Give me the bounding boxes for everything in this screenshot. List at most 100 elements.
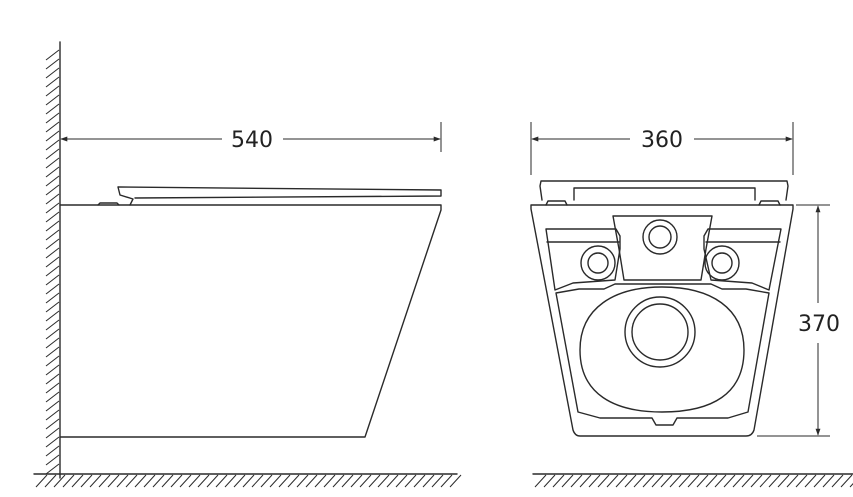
floor-hatch-stroke [305, 474, 318, 488]
floor-hatch-stroke [723, 474, 736, 488]
left-bolt-inner [587, 252, 609, 274]
front-floor-hatch [534, 474, 853, 488]
floor-hatch-stroke [188, 474, 201, 488]
floor-hatch-stroke [588, 474, 601, 488]
floor-hatch-stroke [332, 474, 345, 488]
wall-hatch-stroke [45, 121, 60, 133]
floor-hatch-stroke [561, 474, 574, 488]
wall-hatch-stroke [45, 85, 60, 97]
wall-hatch-stroke [45, 292, 60, 304]
wall-hatch-stroke [45, 382, 60, 394]
wall-hatch-stroke [45, 346, 60, 358]
floor-hatch-stroke [597, 474, 610, 488]
wall-hatch-stroke [45, 211, 60, 223]
floor-hatch-stroke [642, 474, 655, 488]
floor-hatch-stroke [840, 474, 853, 488]
floor-hatch-stroke [831, 474, 844, 488]
right-bolt-inner [711, 252, 733, 274]
floor-hatch-stroke [233, 474, 246, 488]
floor-hatch-stroke [197, 474, 210, 488]
wall-hatch-stroke [45, 391, 60, 403]
floor-hatch-stroke [71, 474, 84, 488]
wall-hatch [45, 49, 60, 475]
floor-hatch-stroke [413, 474, 426, 488]
wall-hatch-stroke [45, 103, 60, 115]
wall-hatch-stroke [45, 193, 60, 205]
floor-hatch-stroke [206, 474, 219, 488]
wall-hatch-stroke [45, 319, 60, 331]
floor-hatch-stroke [543, 474, 556, 488]
wall-hatch-stroke [45, 157, 60, 169]
wall-hatch-stroke [45, 463, 60, 475]
floor-hatch-stroke [377, 474, 390, 488]
wall-hatch-stroke [45, 148, 60, 160]
wall-hatch-stroke [45, 202, 60, 214]
top-inlet-inner [648, 225, 672, 249]
floor-hatch-stroke [323, 474, 336, 488]
side-view: 540 [33, 41, 462, 488]
wall-hatch-stroke [45, 247, 60, 259]
floor-hatch-stroke [750, 474, 763, 488]
floor-hatch-stroke [759, 474, 772, 488]
wall-hatch-stroke [45, 184, 60, 196]
wall-hatch-stroke [45, 274, 60, 286]
wall-hatch-stroke [45, 139, 60, 151]
floor-hatch-stroke [368, 474, 381, 488]
wall-hatch-stroke [45, 418, 60, 430]
floor-hatch-stroke [579, 474, 592, 488]
floor-hatch-stroke [624, 474, 637, 488]
front-cavity [555, 283, 770, 426]
floor-hatch-stroke [107, 474, 120, 488]
wall-hatch-stroke [45, 76, 60, 88]
floor-hatch-stroke [242, 474, 255, 488]
floor-hatch-stroke [170, 474, 183, 488]
wall-hatch-stroke [45, 265, 60, 277]
wall-hatch-stroke [45, 67, 60, 79]
floor-hatch-stroke [161, 474, 174, 488]
floor-hatch-stroke [35, 474, 48, 488]
floor-hatch-stroke [134, 474, 147, 488]
wall-hatch-stroke [45, 229, 60, 241]
wall-hatch-stroke [45, 373, 60, 385]
floor-hatch-stroke [822, 474, 835, 488]
floor-hatch-stroke [251, 474, 264, 488]
floor-hatch-stroke [552, 474, 565, 488]
floor-hatch-stroke [53, 474, 66, 488]
floor-hatch-stroke [732, 474, 745, 488]
floor-hatch-stroke [314, 474, 327, 488]
floor-hatch-stroke [669, 474, 682, 488]
floor-hatch-stroke [768, 474, 781, 488]
front-upper-band-right [703, 228, 782, 291]
floor-hatch-stroke [143, 474, 156, 488]
floor-hatch-stroke [296, 474, 309, 488]
wall-hatch-stroke [45, 328, 60, 340]
floor-hatch-stroke [386, 474, 399, 488]
wall-hatch-stroke [45, 94, 60, 106]
floor-hatch-stroke [431, 474, 444, 488]
front-hinge-right [758, 200, 781, 206]
wall-hatch-stroke [45, 238, 60, 250]
floor-hatch-stroke [534, 474, 547, 488]
front-seat-inner [573, 187, 756, 201]
wall-hatch-stroke [45, 364, 60, 376]
floor-hatch-stroke [224, 474, 237, 488]
side-hinge [97, 202, 120, 206]
wall-hatch-stroke [45, 49, 60, 61]
floor-hatch-stroke [44, 474, 57, 488]
floor-hatch-stroke [660, 474, 673, 488]
floor-hatch-stroke [287, 474, 300, 488]
front-hinge-left [545, 200, 568, 206]
floor-hatch-stroke [116, 474, 129, 488]
floor-hatch-stroke [269, 474, 282, 488]
wall-hatch-stroke [45, 256, 60, 268]
front-center-block [612, 215, 713, 281]
top-inlet-outer [642, 219, 678, 255]
wall-hatch-stroke [45, 301, 60, 313]
wall-hatch-stroke [45, 175, 60, 187]
floor-hatch-stroke [440, 474, 453, 488]
floor-hatch-stroke [395, 474, 408, 488]
wall-hatch-stroke [45, 220, 60, 232]
floor-hatch-stroke [777, 474, 790, 488]
side-seat-lid [117, 186, 442, 206]
floor-hatch-stroke [98, 474, 111, 488]
